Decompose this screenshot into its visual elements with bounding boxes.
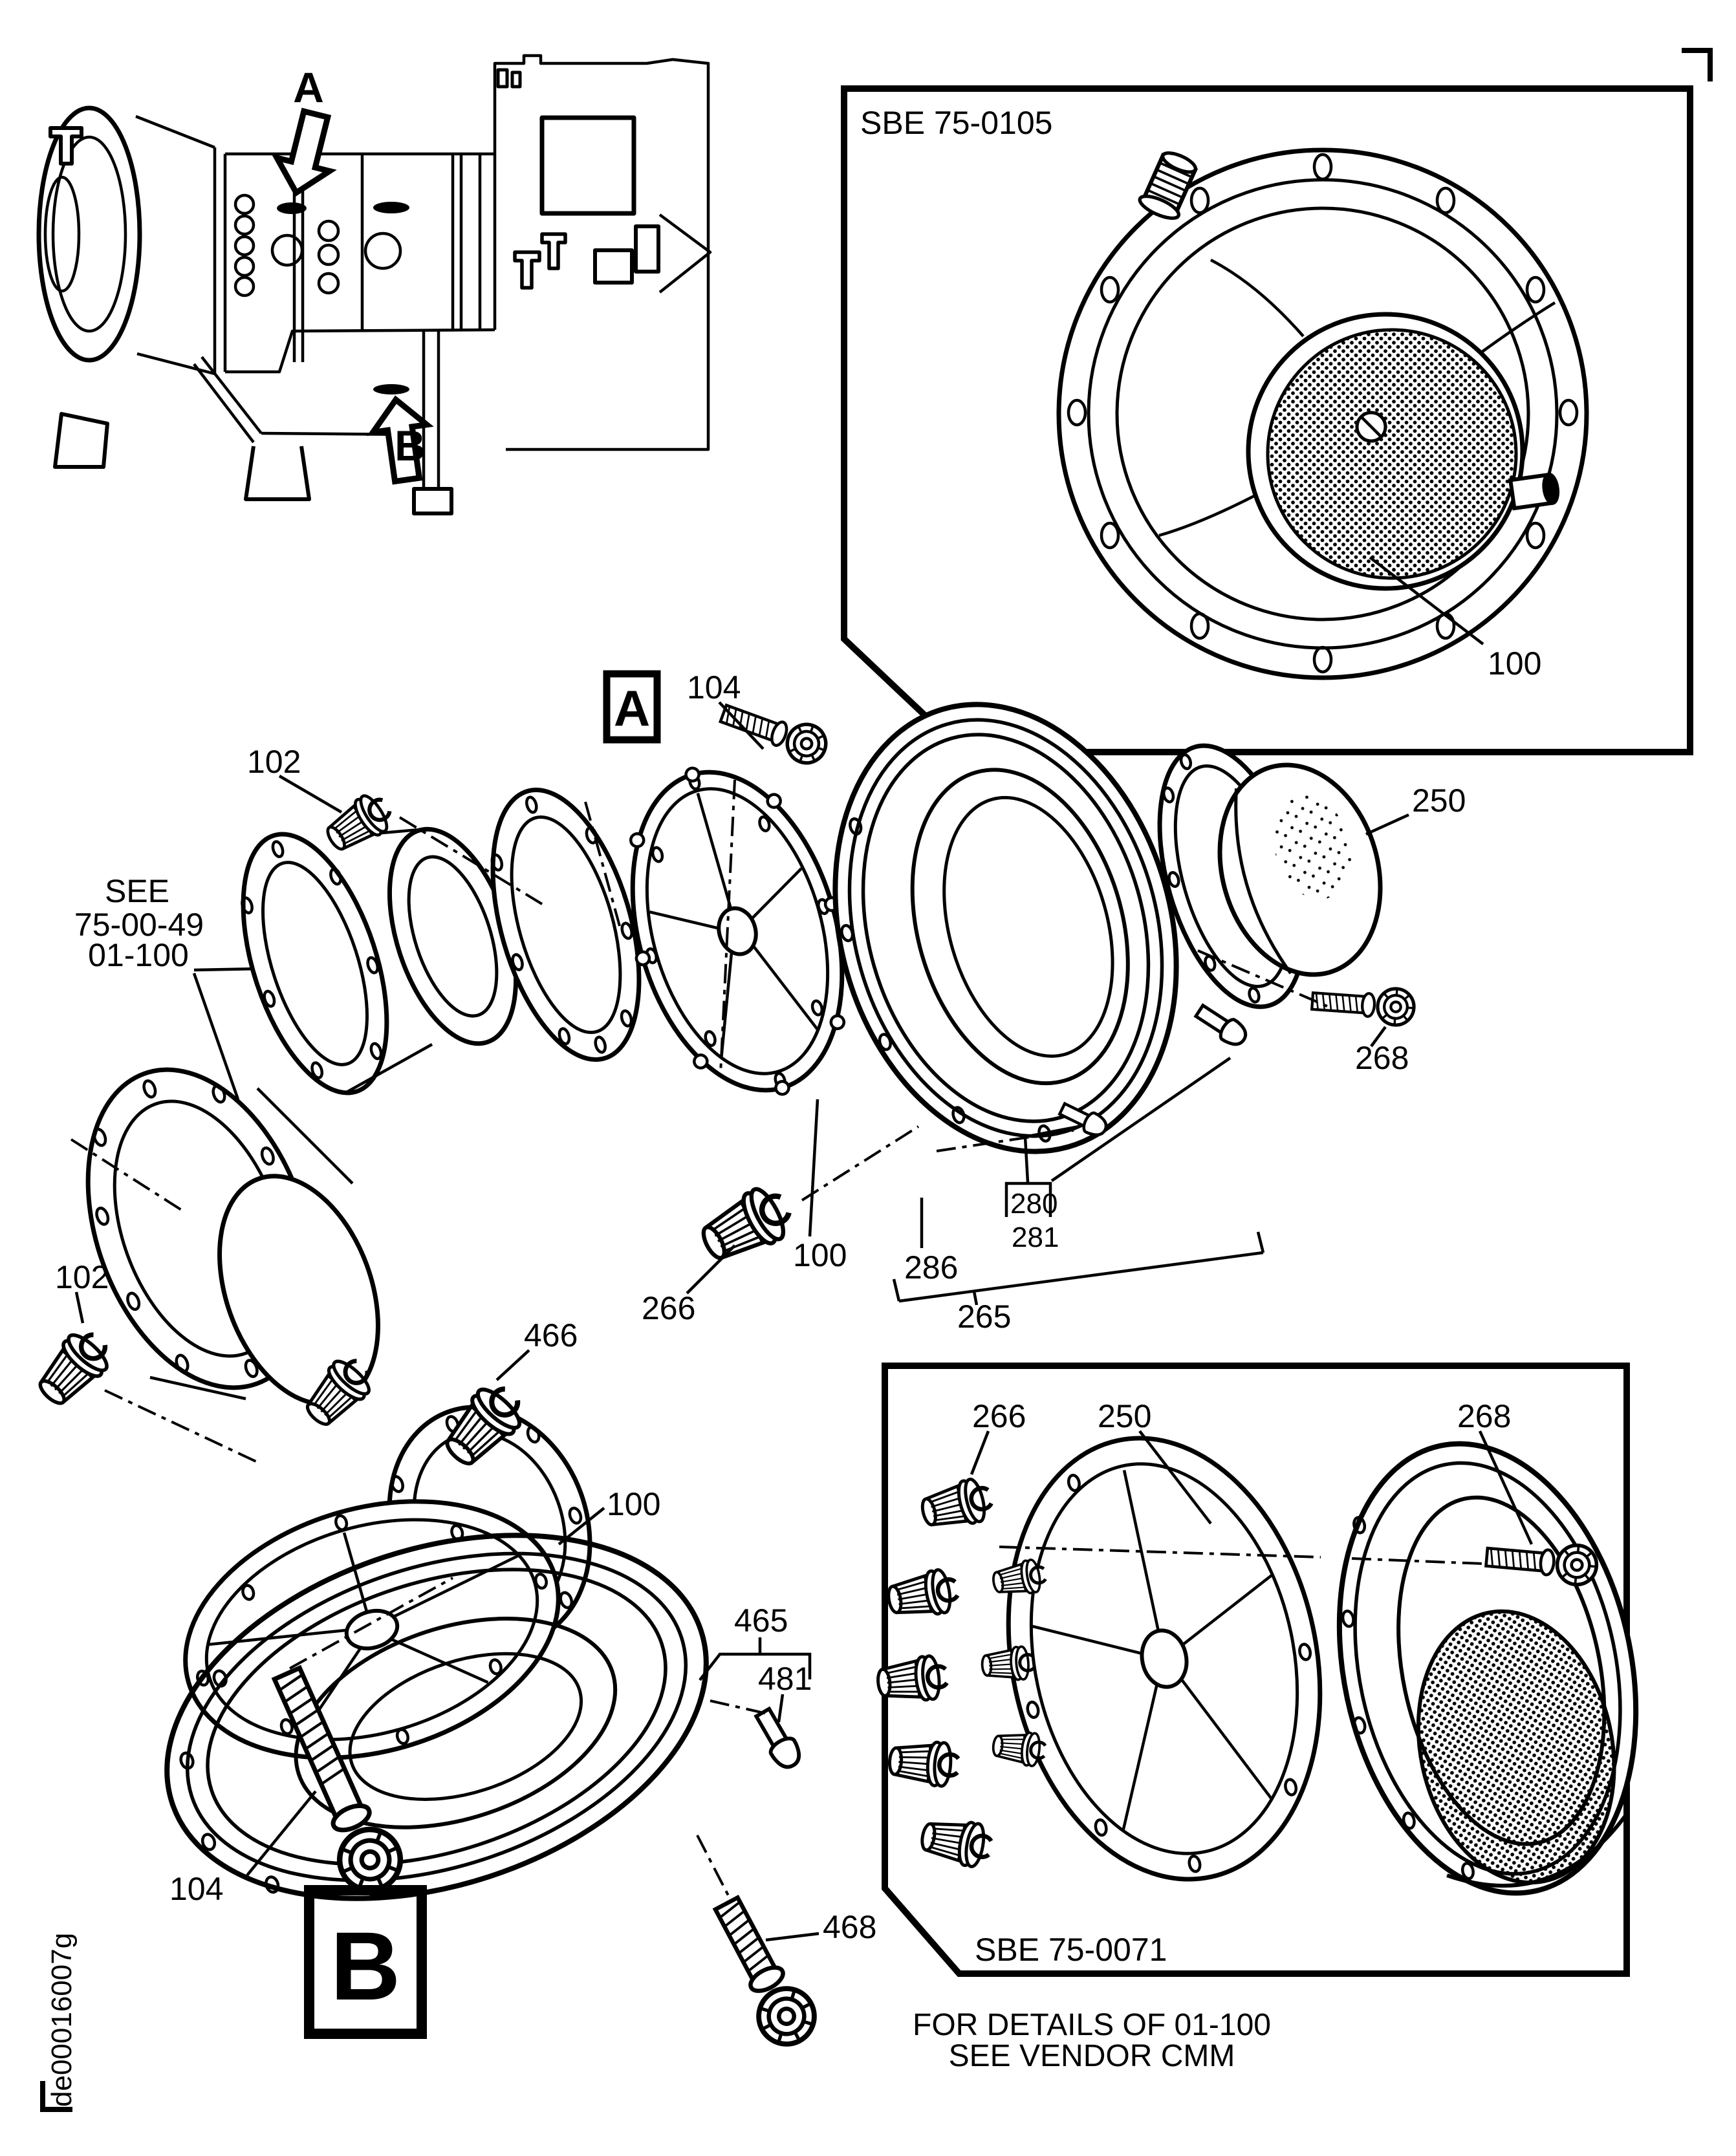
side-fitting [1508,472,1560,511]
callout-265: 265 [957,1299,1011,1335]
plug-102-b [30,1324,117,1414]
gasket-a [490,787,642,1062]
callout-100: 100 [1488,645,1541,682]
engine-overview-illustration [36,54,712,515]
detail-a-letter: A [293,63,324,111]
inset-plug-2 [885,1567,960,1622]
inset-top-title: SBE 75-0105 [860,105,1052,141]
housing-screen-0071 [1336,1441,1639,1896]
callout-250-inset: 250 [1098,1398,1151,1434]
callout-465: 465 [734,1602,788,1639]
bolt-104-a [717,695,831,768]
callout-104-a: 104 [687,669,741,706]
callout-102-a: 102 [247,744,301,780]
view-a: A SEE 75-00-49 01-100 [70,669,1466,1407]
inset-plug-4 [888,1739,959,1787]
callout-481: 481 [758,1661,812,1697]
pin-481 [751,1706,805,1772]
plug-102-a [320,788,397,858]
bolt-468 [702,1890,824,2054]
inset-sbe-75-0105: SBE 75-0105 [841,85,1693,755]
see-note-line2: 75-00-49 [74,907,204,943]
duct-small [241,826,519,1095]
cover-assembly-0071 [876,1436,1323,1882]
leader-100 [1369,556,1484,645]
callout-104-b: 104 [169,1871,223,1907]
callout-100-a: 100 [793,1237,847,1273]
detail-b-letter: B [395,422,426,469]
inset-plug-1 [918,1476,995,1535]
callout-280: 280 [1010,1188,1058,1220]
callout-286: 286 [904,1249,958,1286]
callout-250-a: 250 [1412,782,1466,819]
see-note-line1: SEE [105,873,169,909]
duct-bell [85,1067,380,1407]
callout-100-b: 100 [607,1486,660,1522]
view-a-box-letter: A [614,680,650,737]
callout-268-inset: 268 [1457,1398,1511,1434]
callout-102-b: 102 [55,1259,109,1295]
inset-bottom-title: SBE 75-0071 [975,1932,1167,1968]
bracket-265 [892,1231,1265,1306]
see-note-leader-1 [193,967,261,972]
inset-top-border [841,85,1693,755]
detail-b-arrow: B [367,395,434,485]
inset-plug-5 [919,1815,994,1870]
crop-mark-top-right [1682,48,1713,81]
inset-plug-7 [981,1646,1035,1682]
view-a-box [603,670,661,744]
pin-280 [1193,1001,1250,1050]
see-note-leader-2 [192,973,240,1100]
ring-286 [832,702,1179,1154]
plug-266-a [694,1180,797,1271]
inset-bottom-border [882,1363,1630,1977]
view-b-box [304,1885,427,2039]
callout-468: 468 [823,1909,876,1945]
inset-sbe-75-0071: 266 250 268 SBE 75-0071 [876,1363,1639,1977]
callout-281: 281 [1012,1222,1059,1253]
view-b: 102 466 100 104 465 481 468 B [30,1259,876,2054]
callout-268-a: 268 [1355,1040,1409,1076]
footnote-line1: FOR DETAILS OF 01-100 [913,2008,1271,2042]
callout-266-inset: 266 [972,1398,1026,1434]
port-a-oval [277,202,307,214]
crop-mark-bottom-left [40,2081,72,2112]
view-b-box-letter: B [331,1912,400,2020]
see-note-line3: 01-100 [88,937,189,973]
screen-dome [1266,328,1518,580]
bracket-280-281: 280 281 [1004,1057,1231,1253]
callout-466: 466 [524,1317,578,1353]
figure-code: de00016007g [46,1933,78,2107]
port-b-oval [373,384,409,394]
exhaust-arrow [658,213,712,294]
bolt-268-a [1311,983,1415,1026]
footnote-line2: SEE VENDOR CMM [949,2039,1235,2073]
detail-a-arrow: A [271,63,337,197]
bracket-465 [699,1637,812,1681]
port-oval-upper-right [373,202,409,213]
dome-250-a [1217,762,1383,977]
callout-266-a: 266 [642,1290,695,1326]
cover-assembly-drawing [1056,148,1589,680]
